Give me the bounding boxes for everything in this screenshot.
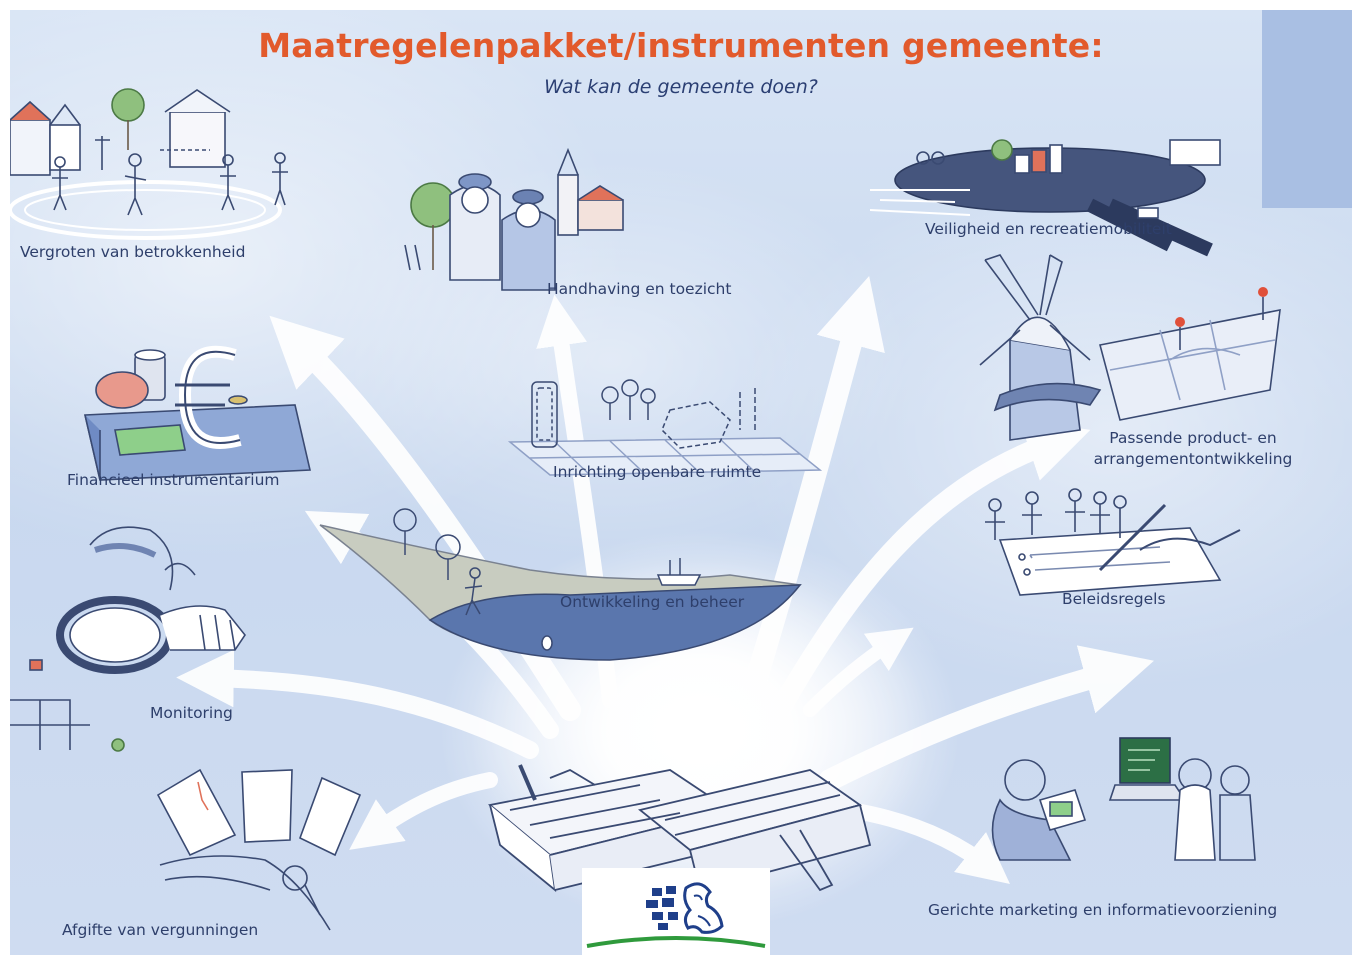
municipality-lion-logo [586,882,766,948]
toolbox-icon [487,764,872,893]
diagram-illustration [10,88,1281,931]
product-illustration [979,254,1281,441]
diagram-title: Maatregelenpakket/instrumenten gemeente: [258,26,1104,65]
label-monitoring: Monitoring [150,704,233,722]
label-ontwikkeling: Ontwikkeling en beheer [560,593,745,611]
logo-box [582,868,770,955]
beleidsregels-illustration [985,488,1241,596]
ontwikkeling-illustration [319,508,802,661]
label-veiligheid: Veiligheid en recreatiemobiliteit [925,220,1172,238]
label-handhaving: Handhaving en toezicht [547,280,732,298]
label-marketing: Gerichte marketing en informatievoorzien… [928,901,1278,919]
label-product-line2: arrangementontwikkeling [1093,450,1293,468]
arrow-veiligheid [739,276,885,711]
arrow-monitoring [176,649,539,759]
arrow-vergunningen [349,772,498,850]
label-beleidsregels: Beleidsregels [1062,590,1166,608]
financieel-illustration [84,345,311,481]
label-vergunningen: Afgifte van vergunningen [62,921,259,939]
arrow-product [770,419,1091,720]
betrokkenheid-illustration [10,88,288,240]
label-product: Passende product- en arrangementontwikke… [1068,428,1318,470]
handhaving-illustration [404,147,624,291]
corner-color-block [1262,10,1352,208]
label-financieel: Financieel instrumentarium [67,471,280,489]
arrow-beleidsregels [803,627,914,717]
arrow-marketing-up [819,645,1154,791]
veiligheid-illustration [869,139,1221,257]
diagram-subtitle: Wat kan de gemeente doen? [544,76,818,98]
radiating-arrows [176,276,1154,884]
label-betrokkenheid: Vergroten van betrokkenheid [20,243,246,261]
inrichting-illustration [507,379,823,476]
label-inrichting: Inrichting openbare ruimte [553,463,762,481]
vergunningen-illustration [156,768,362,931]
arrow-marketing-down [842,802,1010,884]
label-product-line1: Passende product- en [1109,429,1277,447]
monitoring-illustration [10,526,246,752]
marketing-illustration [991,737,1256,861]
diagram-canvas: Maatregelenpakket/instrumenten gemeente:… [10,10,1352,955]
